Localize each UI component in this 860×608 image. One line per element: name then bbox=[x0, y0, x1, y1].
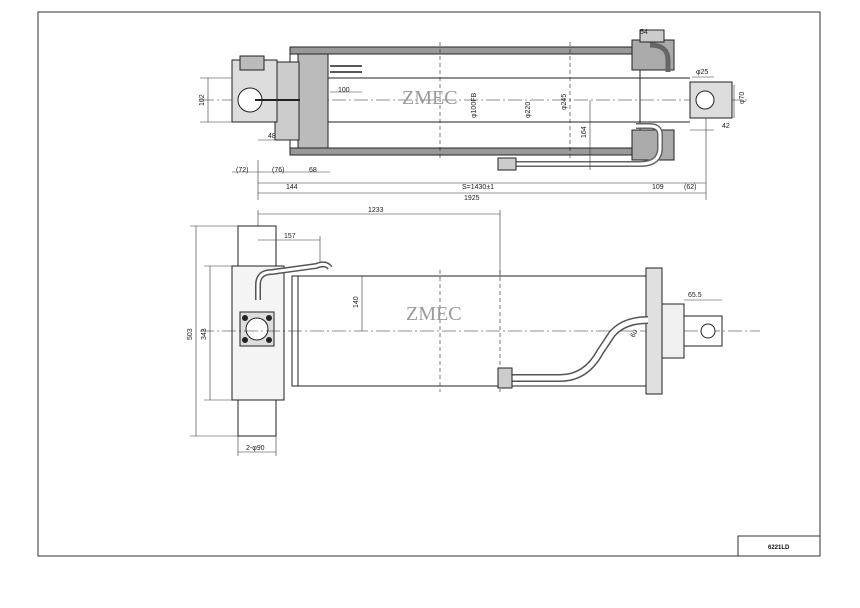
dim-1233: 1233 bbox=[368, 207, 384, 214]
dim-1925: 1925 bbox=[464, 195, 480, 202]
dim-phi220: φ220 bbox=[525, 102, 532, 118]
title-block-code: 6221LD bbox=[768, 545, 790, 551]
top-sectional-view bbox=[200, 29, 750, 171]
dim-phi25: φ25 bbox=[696, 69, 708, 76]
dim-503: 503 bbox=[187, 328, 194, 340]
watermark-top: ZMEC bbox=[402, 87, 458, 109]
dim-100: 100 bbox=[338, 87, 350, 94]
pipe-fitting-bottom bbox=[497, 367, 513, 389]
dim-60: 60 bbox=[630, 329, 640, 339]
watermark-bottom: ZMEC bbox=[406, 303, 462, 325]
dim-76: (76) bbox=[272, 167, 284, 174]
dim-2-phi90: 2-φ90 bbox=[246, 445, 265, 452]
gland-bottom bbox=[631, 129, 675, 161]
dim-72: (72) bbox=[236, 167, 248, 174]
dim-343: 343 bbox=[201, 328, 208, 340]
dim-54: 54 bbox=[640, 29, 648, 36]
dim-164: 164 bbox=[581, 126, 588, 138]
dim-157: 157 bbox=[284, 233, 296, 240]
title-block bbox=[737, 535, 821, 557]
dim-68: 68 bbox=[309, 167, 317, 174]
dim-42: 42 bbox=[722, 123, 730, 130]
dim-phi100fb: φ100FB bbox=[471, 93, 478, 118]
sheet-border bbox=[37, 11, 821, 557]
dim-62: (62) bbox=[684, 184, 696, 191]
dim-phi70: φ70 bbox=[739, 92, 746, 104]
dim-144: 144 bbox=[286, 184, 298, 191]
dim-stroke: S=1430±1 bbox=[462, 184, 494, 191]
piston-head bbox=[297, 53, 329, 149]
dim-48: 48 bbox=[268, 133, 276, 140]
dim-109: 109 bbox=[652, 184, 664, 191]
dim-65-5: 65.5 bbox=[688, 292, 702, 299]
front-flange bbox=[645, 267, 663, 395]
pipe-fitting-top bbox=[497, 157, 517, 171]
dim-140: 140 bbox=[353, 296, 360, 308]
barrel-wall-top bbox=[289, 46, 641, 55]
bottom-external-view bbox=[200, 225, 760, 437]
dim-102: 102 bbox=[199, 94, 206, 106]
top-dimension-lines bbox=[200, 29, 735, 200]
barrel-wall-bottom bbox=[289, 147, 641, 156]
bottom-dimension-lines bbox=[190, 210, 722, 456]
dim-phi245: φ245 bbox=[561, 94, 568, 110]
